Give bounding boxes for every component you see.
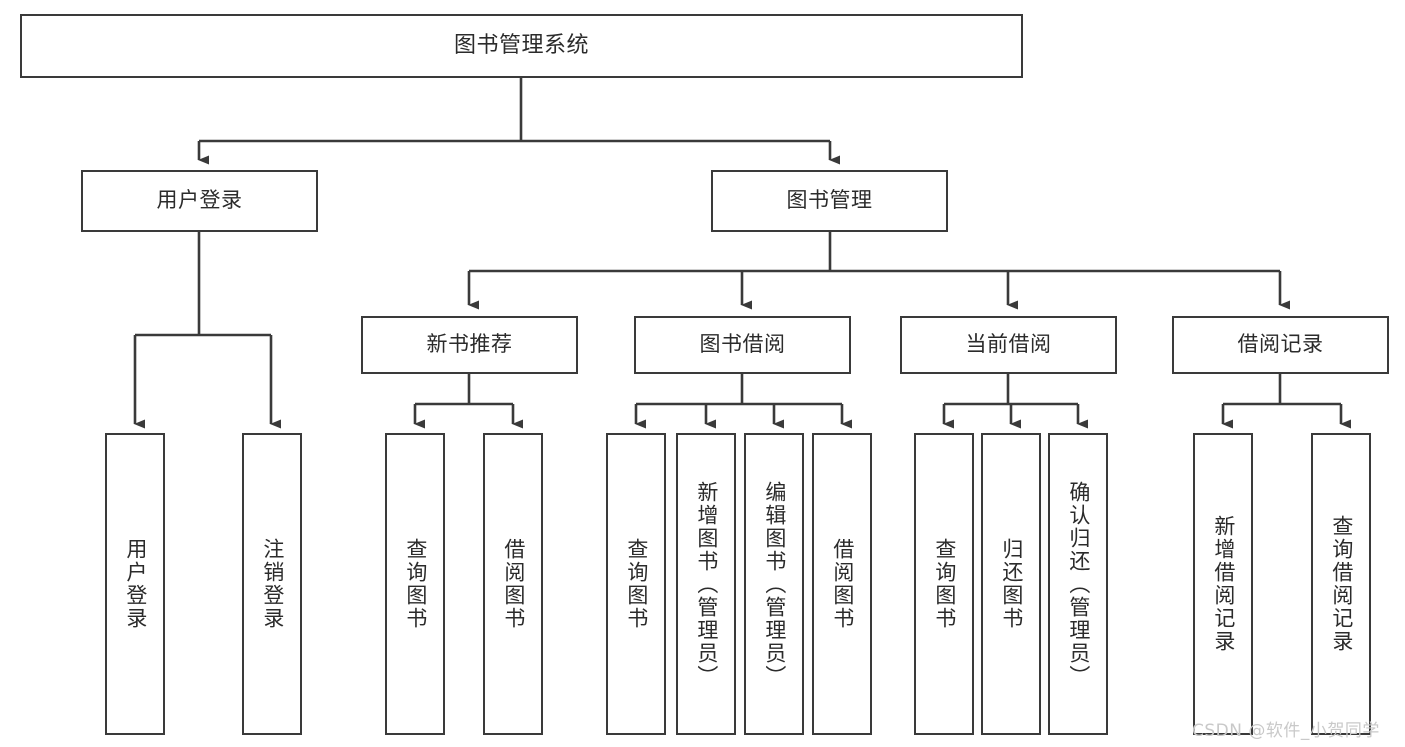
node-label: 确认归还（管理员） [1066,480,1091,688]
node-leaf-query-book-borrow[interactable]: 查询图书 [606,433,666,735]
node-current-borrow[interactable]: 当前借阅 [900,316,1117,374]
node-label: 注销登录 [260,538,285,630]
node-user-login[interactable]: 用户登录 [81,170,318,232]
node-leaf-borrow-book-recommend[interactable]: 借阅图书 [483,433,543,735]
node-leaf-add-book[interactable]: 新增图书（管理员） [676,433,736,735]
node-label: 新书推荐 [426,332,513,357]
node-leaf-query-book-current[interactable]: 查询图书 [914,433,974,735]
node-leaf-add-borrow-record[interactable]: 新增借阅记录 [1193,433,1253,735]
node-label: 查询图书 [932,538,957,630]
node-label: 查询图书 [624,538,649,630]
node-leaf-confirm-return[interactable]: 确认归还（管理员） [1048,433,1108,735]
node-leaf-return-book[interactable]: 归还图书 [981,433,1041,735]
node-label: 用户登录 [156,188,243,213]
node-label: 图书管理系统 [453,33,589,59]
node-label: 借阅记录 [1237,332,1324,357]
node-label: 编辑图书（管理员） [762,480,787,688]
node-label: 借阅图书 [501,538,526,630]
node-label: 当前借阅 [965,332,1052,357]
node-label: 图书借阅 [699,332,786,357]
node-label: 借阅图书 [830,538,855,630]
node-label: 查询图书 [403,538,428,630]
node-label: 图书管理 [786,188,873,213]
node-leaf-query-book-recommend[interactable]: 查询图书 [385,433,445,735]
node-label: 归还图书 [999,538,1024,630]
node-label: 新增图书（管理员） [694,480,719,688]
node-new-book-recommend[interactable]: 新书推荐 [361,316,578,374]
node-label: 新增借阅记录 [1211,515,1236,653]
node-borrow-record[interactable]: 借阅记录 [1172,316,1389,374]
node-book-borrow[interactable]: 图书借阅 [634,316,851,374]
node-book-management[interactable]: 图书管理 [711,170,948,232]
node-leaf-edit-book[interactable]: 编辑图书（管理员） [744,433,804,735]
node-label: 用户登录 [123,538,148,630]
node-leaf-query-borrow-record[interactable]: 查询借阅记录 [1311,433,1371,735]
node-root-book-management-system[interactable]: 图书管理系统 [20,14,1023,78]
watermark-text: CSDN @软件_小贺同学 [1192,721,1380,741]
node-leaf-borrow-book[interactable]: 借阅图书 [812,433,872,735]
node-leaf-user-logout[interactable]: 注销登录 [242,433,302,735]
node-leaf-user-login[interactable]: 用户登录 [105,433,165,735]
node-label: 查询借阅记录 [1329,515,1354,653]
